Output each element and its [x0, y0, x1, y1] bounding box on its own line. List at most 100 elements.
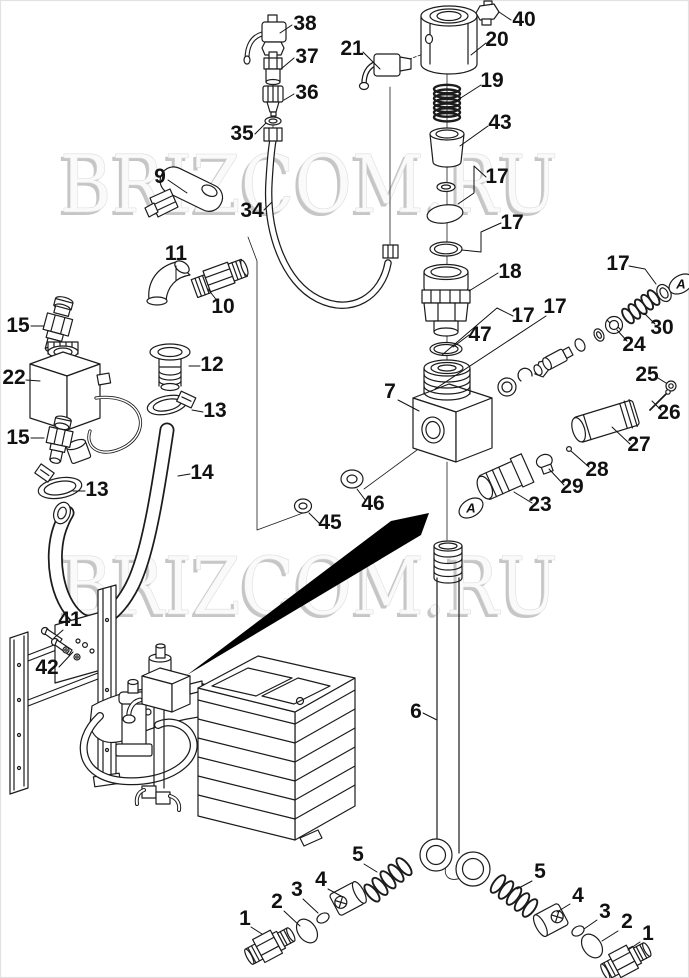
- part-7-valve-block: [412, 359, 493, 463]
- part-number-label: 24: [622, 333, 646, 356]
- part-number-label: 17: [485, 165, 508, 188]
- part-number-label: 21: [340, 37, 364, 60]
- part-number-label: 15: [6, 314, 30, 337]
- direction-arrow: [187, 513, 429, 675]
- part-1-fitting-right: [600, 942, 652, 978]
- watermark-top: BRIZCOM.RU BRIZCOM.RU: [57, 138, 558, 234]
- part-number-label: 18: [498, 260, 522, 283]
- part-15-barb-b: [45, 415, 74, 464]
- callout-leader-line: [53, 629, 64, 639]
- part-5-spring-left: [363, 857, 413, 903]
- callout-leader-line: [422, 712, 438, 721]
- part-number-label: 14: [190, 461, 214, 484]
- part-number-label: 6: [410, 700, 422, 723]
- part-number-label: 4: [572, 884, 584, 907]
- callout-leader-line: [516, 880, 533, 890]
- callout-leader-line: [611, 426, 631, 445]
- part-17-ring-nut: [497, 377, 517, 397]
- part-17-oring-b: [656, 283, 672, 303]
- callout-leader-line: [513, 491, 533, 504]
- callout-leader-line: [207, 288, 219, 303]
- callout-leader-line: [459, 125, 489, 147]
- part-retainer-clip: [517, 367, 533, 382]
- callout-leader-line: [651, 400, 662, 411]
- part-15-barb-a: [42, 296, 74, 354]
- callout-leader-line: [627, 941, 641, 951]
- part-6-suction-tube: [419, 540, 491, 887]
- part-number-label: 40: [512, 8, 535, 31]
- callout-leader-line: [657, 377, 667, 384]
- callout-leader-line: [58, 651, 74, 668]
- part-9-grease-nozzle: [144, 166, 224, 218]
- part-number-label: 23: [528, 493, 551, 516]
- part-number-label: 5: [534, 860, 546, 883]
- part-2-gasket-right: [580, 933, 604, 959]
- part-34-hose: [263, 127, 392, 309]
- part-number-label: 2: [621, 910, 633, 933]
- callout-leader-line: [583, 919, 598, 930]
- tank-box: [197, 655, 356, 847]
- part-spool: [542, 346, 574, 371]
- part-29-cap: [535, 453, 554, 475]
- part-5-spring-right: [489, 874, 539, 918]
- callout-leader-line: [363, 863, 378, 873]
- part-4-cup-right: [532, 903, 569, 938]
- part-13-clamp-b: [146, 390, 197, 416]
- part-number-label: 13: [203, 399, 226, 422]
- part-13-clamp-a: [34, 463, 83, 500]
- part-46-grommet: [340, 469, 364, 489]
- callout-leader-line: [191, 409, 204, 413]
- part-number-label: 28: [585, 458, 609, 481]
- part-number-label: 26: [657, 401, 680, 424]
- part-number-label: 17: [606, 252, 629, 275]
- part-19-spring: [432, 83, 462, 123]
- part-number-label: 30: [650, 316, 673, 339]
- part-number-label: 15: [6, 426, 30, 449]
- part-21-elbow-fitting: [358, 53, 412, 259]
- part-number-label: 4: [315, 868, 327, 891]
- part-23-connector: [476, 453, 535, 500]
- part-43-valve-cup: [429, 127, 465, 168]
- part-number-label: 20: [485, 28, 508, 51]
- part-17-disc: [426, 204, 464, 224]
- part-number-label: 1: [642, 922, 654, 945]
- part-24-nut: [604, 315, 624, 335]
- part-oring-small: [593, 328, 605, 342]
- part-number-label: 17: [500, 211, 523, 234]
- callout-leader-line: [468, 272, 499, 292]
- part-number-label: 25: [635, 363, 659, 386]
- part-10-nipple: [190, 258, 249, 299]
- callout-leader-line: [356, 488, 367, 502]
- callout-leader-line: [397, 399, 420, 412]
- part-number-label: 27: [627, 433, 650, 456]
- callout-leader-line: [556, 903, 571, 913]
- callout-leader-line: [434, 315, 547, 390]
- part-number-label: 22: [2, 366, 25, 389]
- part-number-label: 10: [211, 295, 234, 318]
- part-number-label: 34: [240, 199, 264, 222]
- part-3-oring-right: [571, 925, 585, 937]
- callout-leader-line: [601, 930, 619, 942]
- callout-leader-line: [457, 165, 487, 205]
- part-number-label: 11: [165, 242, 188, 265]
- callout-leader-line: [25, 379, 41, 382]
- part-22-valve-block: [29, 341, 143, 464]
- part-38-elbow-fitting: [243, 14, 287, 65]
- part-number-label: 3: [599, 900, 611, 923]
- view-marker-letter: A: [465, 501, 475, 516]
- callout-leader-line: [250, 926, 263, 935]
- part-17-oring-a: [429, 241, 463, 257]
- part-number-label: 7: [384, 380, 396, 403]
- part-number-label: 47: [468, 323, 491, 346]
- callout-leader-line: [498, 11, 512, 21]
- part-number-label: 41: [58, 608, 82, 631]
- part-number-label: 2: [271, 890, 283, 913]
- part-2-gasket-left: [295, 918, 319, 944]
- part-number-label: 42: [35, 656, 58, 679]
- part-number-label: 9: [154, 165, 166, 188]
- part-30-spring: [621, 289, 661, 325]
- callout-leader-line: [452, 334, 470, 348]
